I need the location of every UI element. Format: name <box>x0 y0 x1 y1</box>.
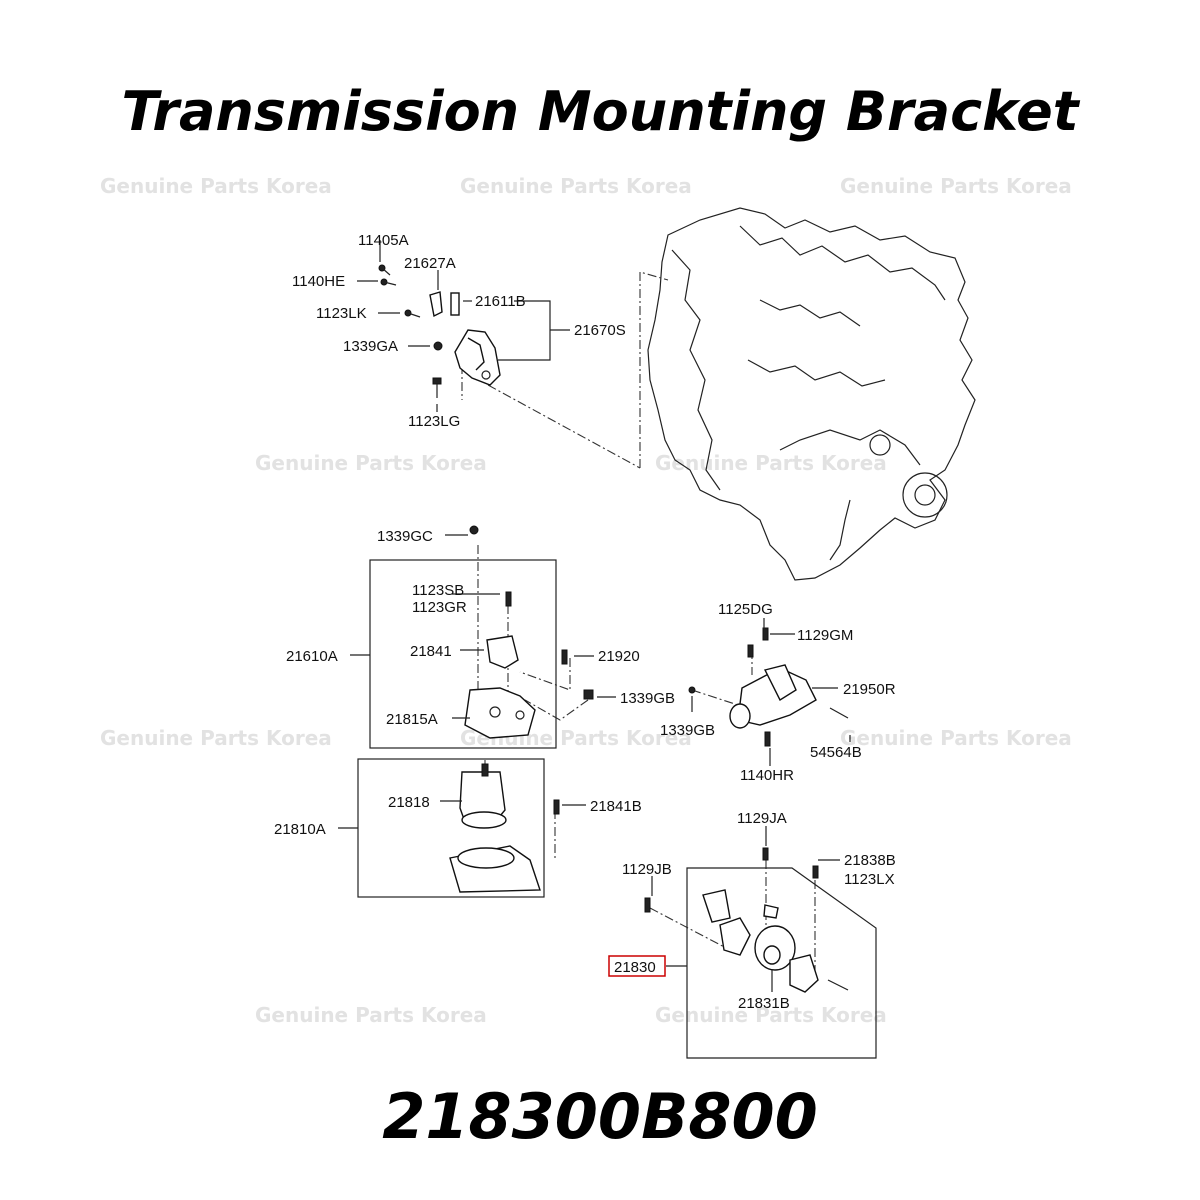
part-label: 1140HR <box>740 767 794 784</box>
group-box <box>686 867 877 1059</box>
watermark-text: Genuine Parts Korea <box>840 174 1072 198</box>
part-label: 21950R <box>843 681 896 698</box>
part-label: 21841 <box>410 643 452 660</box>
part-label: 21831B <box>738 995 790 1012</box>
part-label: 54564B <box>810 744 862 761</box>
part-label: 1129JA <box>737 810 787 827</box>
engine-block <box>647 207 976 581</box>
watermark-text: Genuine Parts Korea <box>100 174 332 198</box>
group-box <box>369 559 557 749</box>
mount-group-21830 <box>644 847 877 1059</box>
watermark-text: Genuine Parts Korea <box>655 451 887 475</box>
part-label: 21920 <box>598 648 640 665</box>
part-label: 1339GC <box>377 528 433 545</box>
part-label: 1339GB <box>660 722 715 739</box>
mount-group-21810a <box>357 758 560 898</box>
part-label: 21838B <box>844 852 896 869</box>
part-labels: 11405A 21627A 1140HE 21611B 1123LK 21670… <box>274 232 896 1012</box>
watermark-text: Genuine Parts Korea <box>840 726 1072 750</box>
part-label: 21670S <box>574 322 626 339</box>
part-label: 21611B <box>475 293 526 310</box>
part-label: 1339GA <box>343 338 398 355</box>
part-label: 21610A <box>286 648 338 665</box>
mount-group-21610a <box>369 525 594 749</box>
part-number: 218300B800 <box>382 1080 818 1153</box>
side-mount-21950r <box>688 627 849 747</box>
part-label: 21818 <box>388 794 430 811</box>
part-label: 21627A <box>404 255 456 272</box>
watermark-text: Genuine Parts Korea <box>255 1003 487 1027</box>
part-label: 21841B <box>590 798 642 815</box>
part-label: 1123LK <box>316 305 367 322</box>
part-label: 1123GR <box>412 599 467 616</box>
part-label: 21815A <box>386 711 438 728</box>
part-label: 1129JB <box>622 861 672 878</box>
leader-lines <box>338 240 851 992</box>
part-label: 1123LG <box>408 413 460 430</box>
watermark-text: Genuine Parts Korea <box>100 726 332 750</box>
upper-mount-bracket <box>378 264 501 398</box>
part-label: 1123LX <box>844 871 895 888</box>
part-label: 1123SB <box>412 582 464 599</box>
watermark-text: Genuine Parts Korea <box>460 174 692 198</box>
diagram-title: Transmission Mounting Bracket <box>121 80 1079 143</box>
watermark-text: Genuine Parts Korea <box>255 451 487 475</box>
part-label: 21810A <box>274 821 326 838</box>
part-label: 11405A <box>358 232 409 249</box>
part-label: 1129GM <box>797 627 853 644</box>
part-label-highlighted: 21830 <box>614 959 656 976</box>
part-label: 1339GB <box>620 690 675 707</box>
part-label: 1140HE <box>292 273 345 290</box>
watermark-text: Genuine Parts Korea <box>655 1003 887 1027</box>
watermarks: Genuine Parts Korea Genuine Parts Korea … <box>100 174 1072 1027</box>
highlight-box <box>608 955 666 977</box>
part-label: 1125DG <box>718 601 773 618</box>
